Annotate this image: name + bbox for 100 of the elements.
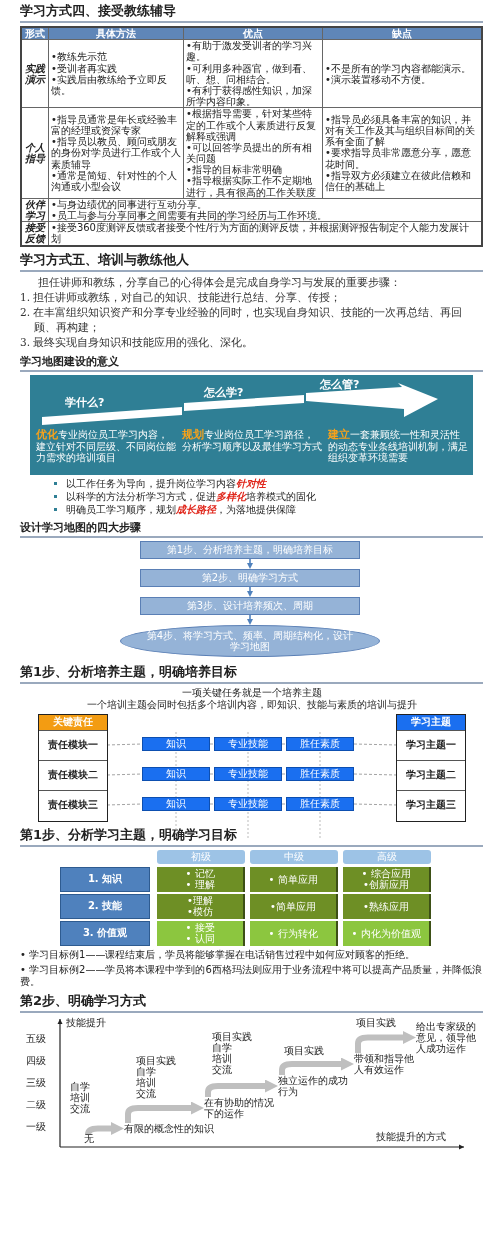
cell-text: • 综合应用 bbox=[361, 868, 411, 880]
numbered-item: 2. 在丰富组织知识资产和分享专业经验的同时，也实现自身知识、技能的一次再总结、再回顾、再构建； bbox=[20, 304, 464, 335]
header-cell: 形式 bbox=[21, 27, 49, 40]
objective-cell bbox=[157, 866, 245, 892]
banner-question: 怎么管? bbox=[320, 376, 360, 392]
table-cell: •指导员通常是年长或经验丰富的经理或资深专家 •指导员以教员、顾问或朋友的身份对学员进行工作或个人素质辅导 •通常是简短、针对性的个人沟通或小型会议 bbox=[48, 107, 184, 199]
stage-text: 有限的概念性的知识 bbox=[124, 1122, 220, 1134]
content-tag: 知识 bbox=[142, 766, 210, 781]
arrow bbox=[247, 585, 253, 597]
method-text: 项目实践 bbox=[136, 1054, 176, 1066]
module-row: 学习主题一 bbox=[397, 729, 465, 760]
axis-tick-label: 五级 bbox=[26, 1032, 46, 1044]
step-arrow bbox=[205, 1079, 278, 1097]
objective-cell bbox=[157, 920, 245, 946]
connector-line bbox=[353, 803, 398, 805]
stage-text: 独立运作的成功行为 bbox=[278, 1074, 348, 1097]
content-tag: 胜任素质 bbox=[286, 766, 354, 781]
step-arrow bbox=[85, 1121, 124, 1138]
objective-cell bbox=[157, 893, 245, 919]
method-text: 项目实践 bbox=[356, 1016, 396, 1028]
banner-description: 建立一套兼顾统一性和灵活性的动态专业条线培训机制，满足组织变革环境需要 bbox=[328, 428, 468, 464]
connector-line bbox=[281, 773, 287, 774]
method-text: 培训 bbox=[136, 1076, 156, 1088]
cell-text: • 理解 bbox=[185, 879, 215, 891]
banner-panel bbox=[30, 374, 473, 475]
banner-question: 学什么? bbox=[65, 394, 105, 410]
example-note: • 学习目标例2——学员将本课程中学到的6西格玛法则应用于业务流程中将可以提高产品质量，并降低浪费。 bbox=[20, 963, 483, 988]
level-header: 高级 bbox=[343, 849, 431, 864]
method-text: 交流 bbox=[70, 1102, 90, 1114]
connector-line bbox=[281, 743, 287, 744]
stage-text: 无 bbox=[84, 1132, 98, 1144]
process-box: 第2步、明确学习方式 bbox=[140, 568, 360, 587]
header-cell: 优点 bbox=[183, 27, 323, 40]
column-header: 关键责任 bbox=[39, 714, 107, 730]
connector-line bbox=[209, 743, 215, 744]
connector-line bbox=[353, 773, 398, 775]
content-tag: 胜任素质 bbox=[286, 796, 354, 811]
connector-line bbox=[106, 743, 143, 745]
topic-label: 3. 价值观 bbox=[60, 920, 150, 946]
method-text: 自学 bbox=[70, 1080, 90, 1092]
bullet-item: 以工作任务为导向，提升岗位学习内容针对性 bbox=[20, 476, 483, 490]
level-header: 初级 bbox=[157, 849, 245, 864]
objective-cell: •简单应用 bbox=[250, 893, 338, 919]
terminal-ellipse: 第4步、将学习方式、频率、周期结构化，设计学习地图 bbox=[120, 624, 380, 657]
axis-tick-label: 二级 bbox=[26, 1098, 46, 1110]
paragraph: 担任讲师和教练，分享自己的心得体会是完成自身学习与发展的重要步骤： bbox=[37, 274, 402, 290]
section-heading: 第1步、分析培养主题，明确培养目标 bbox=[20, 662, 483, 684]
axis-tick-label: 三级 bbox=[26, 1076, 46, 1088]
content-tag: 专业技能 bbox=[214, 796, 282, 811]
section-heading: 第1步、分析学习主题，明确学习目标 bbox=[20, 825, 483, 847]
connector-line bbox=[209, 773, 215, 774]
module-row: 责任模块一 bbox=[39, 729, 107, 760]
method-text: 培训 bbox=[70, 1091, 90, 1103]
method-text: 自学 bbox=[136, 1065, 156, 1077]
method-text: 自学 bbox=[212, 1041, 232, 1053]
stage-text: 在有协助的情况下的运作 bbox=[204, 1096, 276, 1119]
axis-title: 技能提升 bbox=[66, 1016, 106, 1028]
content-tag: 胜任素质 bbox=[286, 736, 354, 751]
topic-label: 2. 技能 bbox=[60, 893, 150, 919]
header-cell: 具体方法 bbox=[48, 27, 184, 40]
header-cell: 缺点 bbox=[322, 27, 482, 40]
cell-text: • 记忆 bbox=[185, 868, 215, 880]
row-header-cell: 伙伴学习 bbox=[21, 198, 49, 222]
connector-line bbox=[209, 803, 215, 804]
column-panel bbox=[38, 713, 108, 822]
stage-text: 给出专家级的意见，领导他人成功运作 bbox=[416, 1020, 480, 1054]
connector-line bbox=[281, 803, 287, 804]
objective-cell: • 内化为价值观 bbox=[343, 920, 431, 946]
arrow bbox=[247, 557, 253, 569]
step-arrow bbox=[125, 1101, 204, 1123]
stage-text: 带领和指导他人有效运作 bbox=[354, 1052, 422, 1075]
subtitle: 一项关键任务就是一个培养主题 bbox=[180, 686, 323, 699]
content-tag: 专业技能 bbox=[214, 736, 282, 751]
step-arrow bbox=[355, 1030, 416, 1053]
banner-description: 优化专业岗位员工学习内容，建立针对不同层级、不同岗位能力需求的培训项目 bbox=[36, 428, 176, 464]
numbered-item: 1. 担任讲师或教练，对自己的知识、技能进行总结、分享、传授； bbox=[20, 289, 343, 305]
method-text: 培训 bbox=[212, 1052, 232, 1064]
objective-cell: •熟练应用 bbox=[343, 893, 431, 919]
bullet-item: 以科学的方法分析学习方式，促进多样化培养模式的固化 bbox=[20, 489, 483, 503]
column-panel bbox=[396, 713, 466, 822]
section-heading: 学习方式五、培训与教练他人 bbox=[20, 250, 483, 272]
step-arrow bbox=[279, 1057, 354, 1075]
method-text: 项目实践 bbox=[212, 1030, 252, 1042]
connector-line bbox=[106, 803, 143, 805]
content-tag: 专业技能 bbox=[214, 766, 282, 781]
module-row: 责任模块三 bbox=[39, 789, 107, 820]
process-box: 第1步、分析培养主题，明确培养目标 bbox=[140, 540, 360, 559]
banner-question: 怎么学? bbox=[204, 384, 244, 400]
section-heading: 设计学习地图的四大步骤 bbox=[20, 519, 483, 538]
method-text: 项目实践 bbox=[284, 1044, 324, 1056]
axis-title: 技能提升的方式 bbox=[376, 1130, 446, 1142]
cell-text: •创新应用 bbox=[363, 879, 409, 891]
module-row: 责任模块二 bbox=[39, 759, 107, 790]
banner-description: 规划专业岗位员工学习路径，分析学习顺序以及最佳学习方式 bbox=[182, 428, 322, 453]
numbered-item: 3. 最终实现自身知识和技能应用的强化、深化。 bbox=[20, 334, 255, 350]
row-header-cell: 个人指导 bbox=[21, 107, 49, 199]
table-cell: •与身边绩优的同事进行互动分享。 •员工与参与分享同事之间需要有共同的学习经历与工作环境。 bbox=[48, 198, 482, 222]
section-heading: 学习方式四、接受教练辅导 bbox=[20, 2, 483, 23]
connector-line bbox=[353, 743, 398, 745]
module-row: 学习主题三 bbox=[397, 789, 465, 820]
